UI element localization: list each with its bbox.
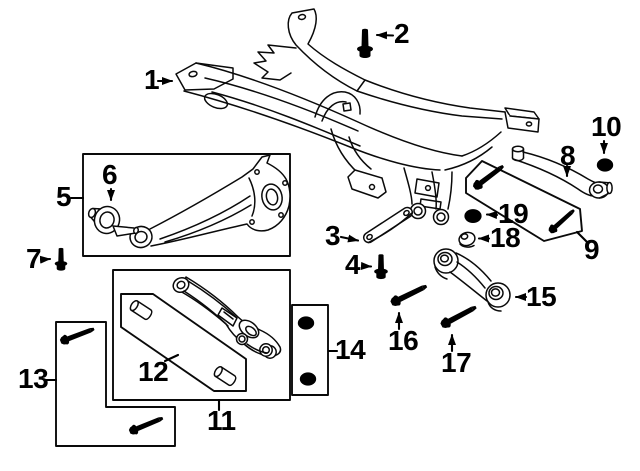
callout-13: 13 [18,363,49,394]
part-4-bolt [374,254,388,280]
callout-6: 6 [102,159,118,190]
callout-8: 8 [560,140,576,171]
part-2-bolt [357,28,373,58]
callout-5: 5 [56,181,72,212]
callout-leader-lines [39,31,608,412]
group-box-part-13 [55,321,176,447]
callout-2: 2 [394,18,410,49]
callout-10: 10 [591,111,622,142]
callout-7: 7 [26,243,42,274]
callout-18: 18 [490,222,521,253]
callout-17: 17 [441,347,472,378]
part-14-nut-upper [297,316,315,330]
callout-11: 11 [207,405,236,436]
part-12-bushing-lower [213,365,237,387]
group-band-part-9 [465,160,583,242]
part-11-lower-arm-drawing [172,276,282,359]
callout-12: 12 [138,356,169,387]
part-8-camber-arm-drawing [511,145,613,199]
group-band-part-12 [120,293,247,392]
part-16-bolt [388,281,429,309]
callout-16: 16 [388,325,419,356]
callout-14: 14 [335,334,366,365]
part-18-washer-drawing [458,231,476,248]
part-3-strap-bracket-drawing [362,206,414,244]
callout-3: 3 [325,220,341,251]
part-6-bushing-drawing [87,205,140,237]
part-14-nut-lower [299,372,317,386]
callout-9: 9 [584,234,600,265]
part-19-nut [464,209,482,223]
part-10-nut [596,158,614,172]
part-17-bolt [438,302,479,331]
callout-1: 1 [144,64,160,95]
callout-19: 19 [498,198,529,229]
part-1-subframe-crossmember-drawing [175,8,540,226]
part-12-bushing-upper [129,299,153,321]
part-5-trailing-arm-drawing [129,154,291,249]
callout-15: 15 [526,281,557,312]
part-15-toe-link-drawing [433,248,511,312]
part-7-bolt [54,247,68,271]
callout-4: 4 [345,249,361,280]
